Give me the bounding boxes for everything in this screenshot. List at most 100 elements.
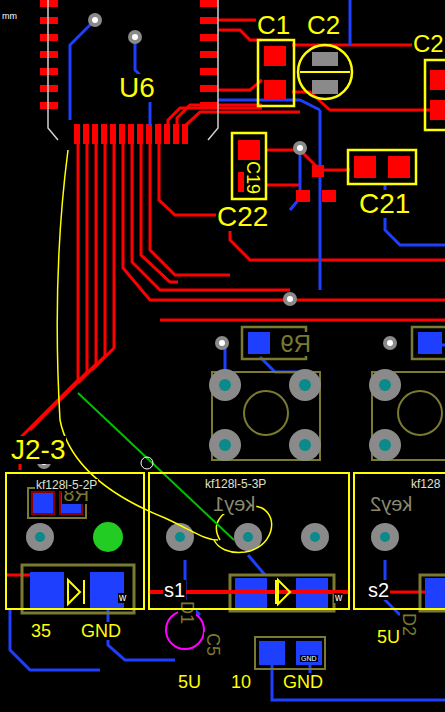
capacitor-footprint bbox=[298, 45, 352, 99]
pin-label: 35 bbox=[30, 622, 52, 640]
net-label: 5U bbox=[177, 673, 202, 691]
red-trace bbox=[186, 112, 300, 140]
red-trace bbox=[160, 319, 445, 322]
via bbox=[88, 13, 102, 27]
ic-pad bbox=[40, 102, 58, 109]
via bbox=[132, 34, 138, 40]
diode-symbol bbox=[68, 580, 80, 604]
red-trace bbox=[265, 184, 300, 187]
connector-footprint bbox=[90, 572, 124, 610]
ic-pad bbox=[40, 34, 58, 41]
switch-footprint bbox=[289, 369, 321, 401]
through-hole-pad bbox=[301, 523, 329, 551]
connector-footprint bbox=[255, 637, 325, 669]
blue-trace bbox=[349, 0, 352, 45]
switch-footprint bbox=[299, 379, 311, 391]
ic-pad bbox=[40, 68, 58, 75]
diode-symbol bbox=[278, 580, 290, 604]
connector-outline: kf128l-5-3Pkey1 bbox=[148, 472, 350, 610]
capacitor-footprint bbox=[388, 156, 410, 178]
via bbox=[297, 145, 303, 151]
ic-pad bbox=[200, 0, 218, 7]
capacitor-footprint bbox=[238, 140, 260, 160]
switch-footprint bbox=[219, 439, 231, 451]
switch-footprint bbox=[372, 372, 445, 460]
ic-outline bbox=[48, 0, 58, 140]
blue-trace bbox=[319, 110, 322, 290]
blue-trace bbox=[248, 555, 265, 575]
connector-footprint bbox=[259, 641, 285, 665]
ic-pad bbox=[200, 17, 218, 24]
through-hole-pad bbox=[371, 523, 399, 551]
via bbox=[37, 13, 397, 469]
diode-symbol bbox=[275, 580, 277, 604]
ic-pad bbox=[40, 0, 58, 7]
capacitor-footprint bbox=[232, 40, 445, 202]
via bbox=[215, 336, 229, 350]
switch-label: s2 bbox=[367, 580, 390, 600]
switch-footprint bbox=[379, 439, 391, 451]
silk-mark: w bbox=[334, 593, 343, 603]
capacitor-designator: C2 bbox=[306, 12, 341, 38]
capacitor-footprint bbox=[425, 60, 445, 130]
blue-trace bbox=[10, 0, 445, 700]
red-trace bbox=[159, 140, 445, 260]
switch-footprint bbox=[212, 372, 320, 460]
resistor-footprint bbox=[248, 332, 270, 354]
ic-pad bbox=[200, 51, 218, 58]
switch-footprint bbox=[379, 379, 391, 391]
through-hole-pad bbox=[26, 522, 399, 552]
connector-outline: kf128key2 bbox=[353, 472, 445, 610]
pin-label: 10 bbox=[230, 673, 252, 691]
net-label: GND bbox=[282, 673, 324, 691]
red-trace bbox=[265, 150, 350, 170]
footprint-name: kf128l-5-3P bbox=[204, 478, 267, 490]
diode-designator: D2 bbox=[400, 612, 418, 637]
connector-footprint bbox=[425, 578, 445, 610]
through-hole-pad bbox=[310, 532, 320, 542]
blue-trace bbox=[10, 610, 100, 670]
ic-pad bbox=[40, 85, 58, 92]
capacitor-footprint bbox=[322, 190, 336, 202]
capacitor-designator: C5 bbox=[204, 632, 222, 657]
switch-footprint bbox=[398, 391, 442, 435]
diode-symbol bbox=[83, 580, 85, 604]
through-hole-pad bbox=[175, 532, 185, 542]
ic-pad bbox=[200, 85, 218, 92]
silk-mark: w bbox=[118, 593, 127, 603]
via bbox=[219, 340, 225, 346]
switch-footprint bbox=[299, 439, 311, 451]
capacitor-footprint bbox=[430, 70, 445, 90]
switch-footprint bbox=[209, 429, 241, 461]
connector-footprint bbox=[22, 488, 445, 669]
capacitor-designator: C2 bbox=[412, 32, 445, 56]
ic-pad bbox=[200, 68, 218, 75]
ic-pad bbox=[40, 51, 58, 58]
switch-designator: key2 bbox=[369, 494, 413, 514]
red-trace bbox=[218, 80, 262, 90]
switch-designator: kf128l-5-2P bbox=[35, 479, 98, 491]
via bbox=[92, 17, 98, 23]
via bbox=[128, 30, 142, 44]
resistor-footprint bbox=[418, 332, 442, 354]
capacitor-footprint bbox=[348, 150, 416, 184]
switch-footprint bbox=[209, 369, 401, 461]
switch-footprint bbox=[209, 369, 241, 401]
diode-designator: D1 bbox=[178, 600, 196, 625]
via bbox=[293, 141, 307, 155]
switch-footprint bbox=[369, 369, 401, 401]
red-trace bbox=[78, 140, 105, 383]
capacitor-footprint bbox=[430, 100, 445, 120]
unit-text: mm bbox=[1, 12, 18, 21]
annotation-stroke bbox=[141, 457, 153, 469]
switch-footprint bbox=[219, 379, 231, 391]
red-trace bbox=[5, 20, 445, 592]
capacitor-footprint bbox=[312, 52, 338, 66]
ic-pad bbox=[40, 17, 58, 24]
red-trace bbox=[60, 140, 96, 400]
red-trace bbox=[20, 140, 78, 470]
ic-pad bbox=[200, 34, 218, 41]
capacitor-footprint bbox=[296, 190, 310, 202]
